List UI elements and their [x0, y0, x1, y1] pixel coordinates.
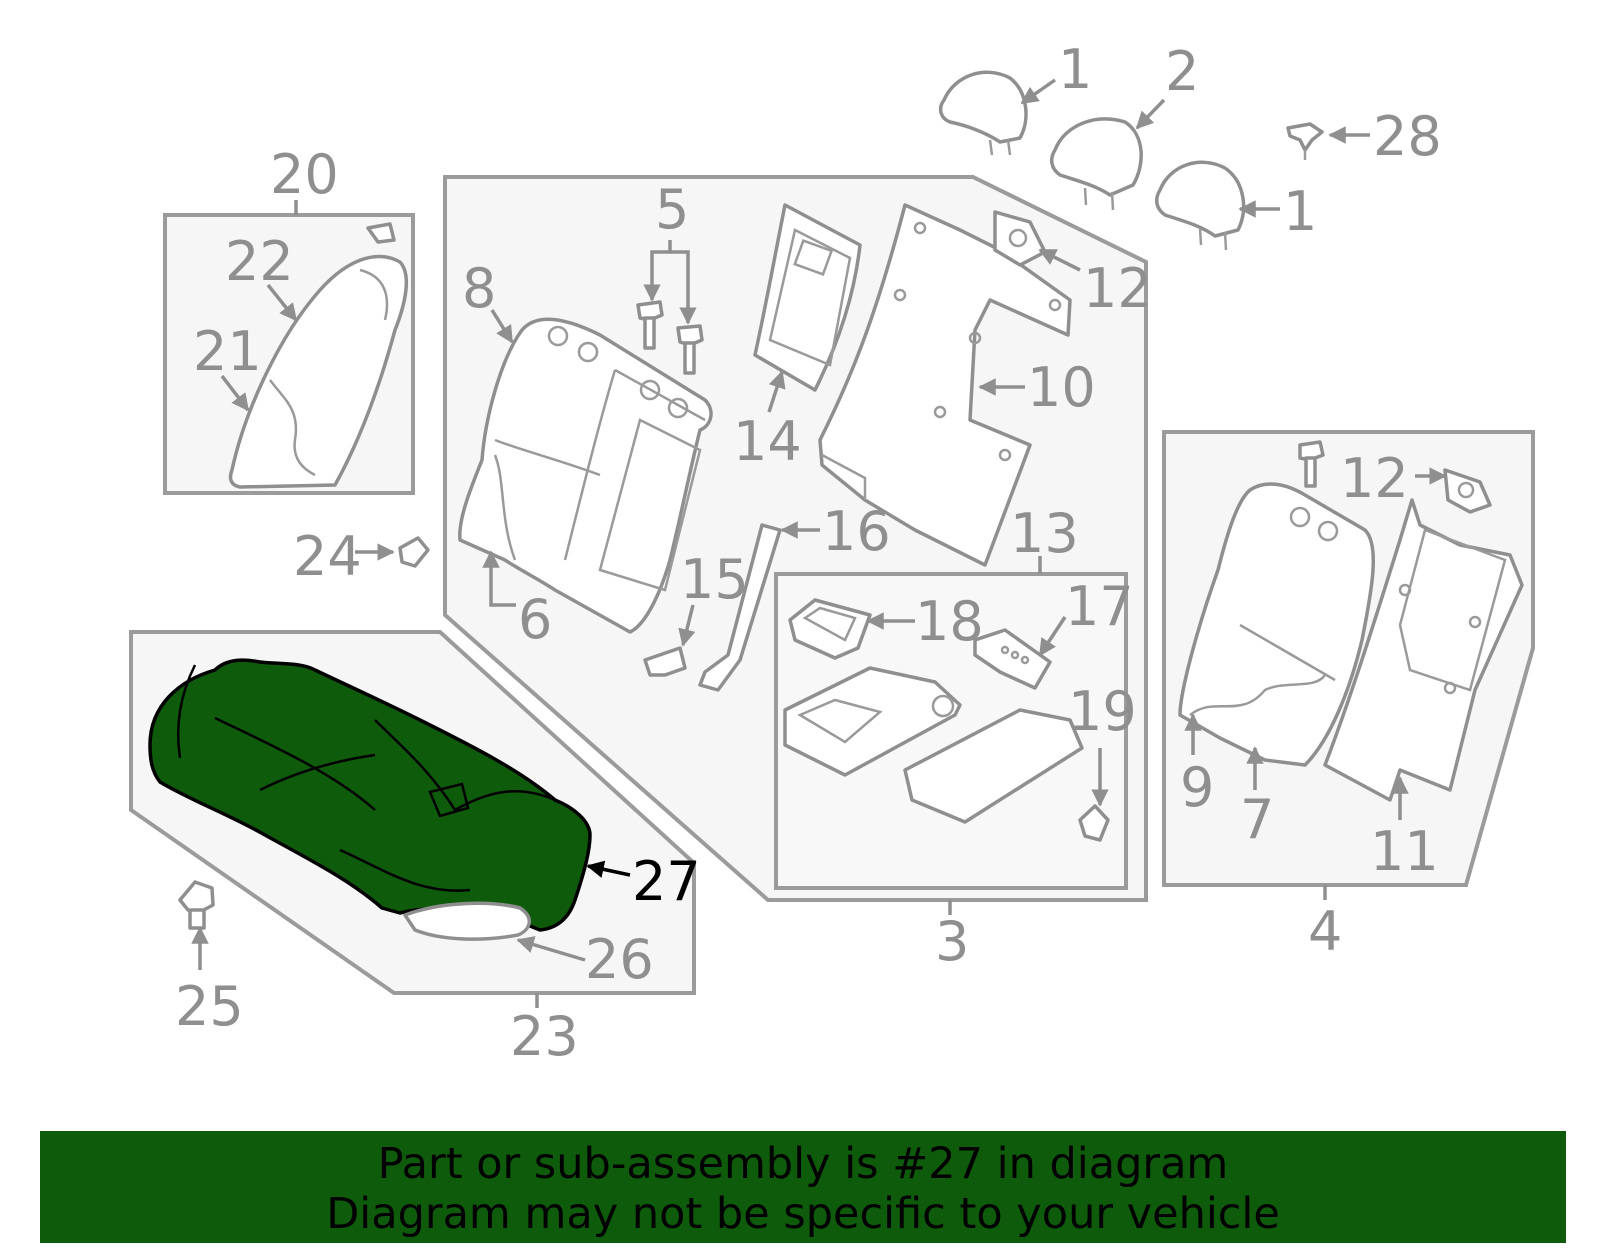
- callout-16: 16: [822, 500, 891, 563]
- callout-4: 4: [1308, 900, 1342, 963]
- callout-20: 20: [270, 143, 339, 206]
- side-bolster-part-20: [228, 222, 409, 489]
- callout-26: 26: [585, 928, 654, 991]
- callout-5: 5: [655, 178, 689, 241]
- callout-17: 17: [1065, 575, 1134, 638]
- callout-12-lower: 12: [1340, 447, 1409, 510]
- bolt-part-5-b: [676, 324, 704, 375]
- callout-19: 19: [1068, 680, 1137, 743]
- latch-part-12-lower: [1443, 468, 1492, 514]
- callout-15: 15: [680, 548, 749, 611]
- clip-part-25: [178, 880, 215, 930]
- headrest-part-2: [1049, 117, 1143, 211]
- seat-back-part-7: [1178, 482, 1375, 767]
- callout-9: 9: [1180, 756, 1214, 819]
- callout-8: 8: [462, 257, 496, 320]
- pad-part-26: [403, 901, 531, 941]
- clip-part-24: [398, 536, 430, 568]
- callout-14: 14: [733, 410, 802, 473]
- headrest-part-1-right: [1154, 160, 1246, 251]
- banner-line-part-number: Part or sub-assembly is #27 in diagram: [377, 1139, 1229, 1189]
- bracket-part-14: [753, 203, 862, 392]
- callout-2: 2: [1165, 40, 1199, 103]
- headrest-part-1-left: [938, 70, 1028, 156]
- banner-line-disclaimer: Diagram may not be specific to your vehi…: [326, 1189, 1280, 1239]
- callout-22: 22: [225, 230, 294, 293]
- seat-back-part-8: [458, 317, 713, 634]
- armrest-body: [783, 666, 962, 777]
- info-banner: Part or sub-assembly is #27 in diagram D…: [40, 1131, 1566, 1243]
- latch-part-12-upper: [993, 210, 1047, 267]
- callout-12-upper: 12: [1083, 257, 1152, 320]
- callout-18: 18: [915, 590, 984, 653]
- callout-7: 7: [1240, 788, 1274, 851]
- callout-6: 6: [518, 588, 552, 651]
- bolt-part-5-a: [636, 300, 664, 350]
- armrest-lid: [903, 708, 1084, 824]
- callout-1-upper: 1: [1058, 38, 1092, 101]
- plate-part-17: [973, 628, 1052, 690]
- callout-28: 28: [1373, 105, 1442, 168]
- callout-3: 3: [935, 910, 969, 973]
- callout-13: 13: [1010, 502, 1079, 565]
- callout-11: 11: [1370, 820, 1439, 883]
- leader-arrows: [191, 78, 1447, 970]
- callout-23: 23: [510, 1005, 579, 1068]
- callout-21: 21: [193, 320, 262, 383]
- bolt-part-group-4: [1298, 440, 1325, 488]
- callout-25: 25: [175, 975, 244, 1038]
- parts-diagram: 1 2 28 1 12 10 14 16 15 5 8 6 20 22 21 2…: [129, 38, 1535, 1068]
- clip-part-19: [1078, 804, 1110, 842]
- clip-part-15: [643, 646, 687, 677]
- panel-part-10: [818, 203, 1072, 567]
- callout-27-highlighted[interactable]: 27: [632, 850, 701, 913]
- cupholder-part-18: [788, 598, 872, 660]
- clip-part-28: [1286, 122, 1324, 160]
- trim-part-16: [698, 523, 782, 692]
- panel-part-11: [1323, 498, 1524, 802]
- callout-10: 10: [1027, 356, 1096, 419]
- callout-1-lower: 1: [1283, 180, 1317, 243]
- seat-cushion-part-27-highlighted[interactable]: [148, 658, 592, 932]
- callout-24: 24: [293, 525, 362, 588]
